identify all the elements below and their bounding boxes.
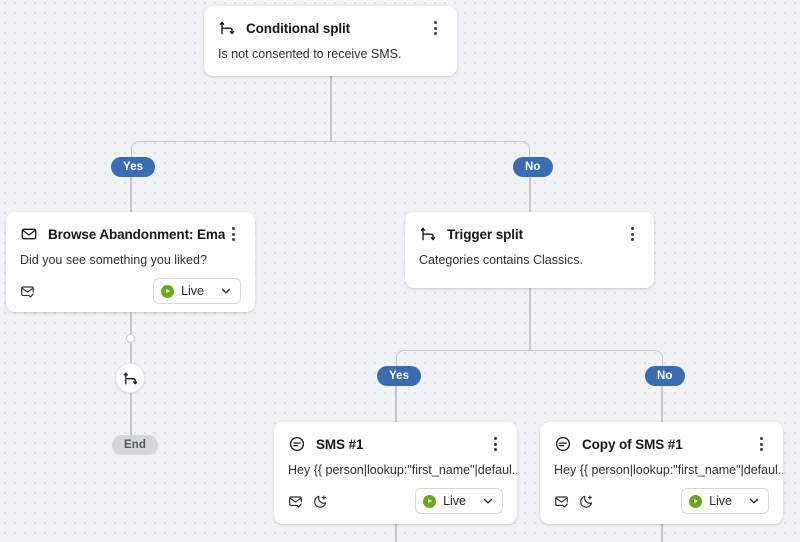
email-check-icon — [288, 494, 303, 509]
edge-corner-yes — [131, 141, 331, 160]
play-icon — [689, 494, 703, 508]
node-card-copy-of-sms-1[interactable]: Copy of SMS #1 Hey {{ person|lookup:"fir… — [540, 422, 783, 524]
play-icon — [161, 284, 175, 298]
card-header: Browse Abandonment: Email... — [6, 212, 255, 243]
status-dropdown-live[interactable]: Live — [153, 278, 241, 304]
email-check-icon — [554, 494, 569, 509]
moon-icon — [313, 494, 328, 509]
chevron-down-icon — [748, 495, 760, 507]
trigger-split-icon — [419, 225, 437, 243]
card-description: Hey {{ person|lookup:"first_name"|defaul… — [554, 463, 783, 477]
node-card-conditional-split[interactable]: Conditional split Is not consented to re… — [204, 6, 457, 76]
edge-trigger-yes-to-sms — [395, 386, 397, 422]
email-check-icon — [20, 284, 35, 299]
card-description: Is not consented to receive SMS. — [218, 47, 402, 61]
edge-sms-tail — [395, 524, 397, 542]
edge-corner-no — [330, 141, 530, 160]
play-icon — [423, 494, 437, 508]
chevron-down-icon — [220, 285, 232, 297]
card-title: Conditional split — [246, 20, 351, 36]
edge-no-to-trigger — [529, 177, 531, 212]
chevron-down-icon — [482, 495, 494, 507]
sms-icon — [554, 435, 572, 453]
footer-icon-group — [288, 494, 415, 509]
node-card-trigger-split[interactable]: Trigger split Categories contains Classi… — [405, 212, 654, 288]
edge-trigger-stem — [529, 288, 531, 351]
node-card-browse-abandonment[interactable]: Browse Abandonment: Email... Did you see… — [6, 212, 255, 312]
card-footer: Live — [274, 478, 517, 527]
kebab-menu-icon[interactable] — [753, 435, 769, 453]
card-header: Trigger split — [405, 212, 654, 243]
card-title: Browse Abandonment: Email... — [48, 226, 225, 242]
terminal-pill-end[interactable]: End — [112, 435, 159, 455]
status-label: Live — [443, 494, 466, 508]
card-header: SMS #1 — [274, 422, 517, 453]
edge-corner-trigger-yes — [396, 350, 530, 369]
kebab-menu-icon[interactable] — [624, 225, 640, 243]
edge-split-to-end — [130, 392, 132, 442]
card-footer: Live — [540, 478, 783, 527]
node-circle-conditional-split[interactable] — [115, 363, 145, 393]
card-header: Conditional split — [204, 6, 457, 37]
footer-icon-group — [554, 494, 681, 509]
footer-icon-group — [20, 284, 153, 299]
card-description: Categories contains Classics. — [419, 253, 583, 267]
moon-icon — [579, 494, 594, 509]
card-title: Copy of SMS #1 — [582, 436, 683, 452]
card-title: SMS #1 — [316, 436, 364, 452]
card-title: Trigger split — [447, 226, 523, 242]
email-icon — [20, 225, 38, 243]
kebab-menu-icon[interactable] — [487, 435, 503, 453]
conditional-split-icon — [218, 19, 236, 37]
edge-trigger-no-to-copy — [661, 386, 663, 422]
status-dropdown-live[interactable]: Live — [681, 488, 769, 514]
node-card-sms-1[interactable]: SMS #1 Hey {{ person|lookup:"first_name"… — [274, 422, 517, 524]
card-footer: Live — [6, 268, 255, 317]
kebab-menu-icon[interactable] — [427, 19, 443, 37]
sms-icon — [288, 435, 306, 453]
branch-pill-no[interactable]: No — [513, 157, 553, 177]
conditional-split-icon — [123, 371, 138, 386]
branch-pill-trigger-yes[interactable]: Yes — [377, 366, 422, 386]
branch-pill-yes[interactable]: Yes — [111, 157, 156, 177]
branch-pill-trigger-no[interactable]: No — [645, 366, 685, 386]
status-label: Live — [181, 284, 204, 298]
card-description: Hey {{ person|lookup:"first_name"|defaul… — [288, 463, 517, 477]
edge-conditional-stem — [330, 76, 332, 142]
edge-connector-dot[interactable] — [126, 334, 135, 343]
status-label: Live — [709, 494, 732, 508]
card-header: Copy of SMS #1 — [540, 422, 783, 453]
card-description: Did you see something you liked? — [20, 253, 207, 267]
status-dropdown-live[interactable]: Live — [415, 488, 503, 514]
edge-corner-trigger-no — [529, 350, 663, 369]
edge-copy-sms-tail — [661, 524, 663, 542]
edge-yes-to-browse — [130, 177, 132, 212]
kebab-menu-icon[interactable] — [225, 225, 241, 243]
